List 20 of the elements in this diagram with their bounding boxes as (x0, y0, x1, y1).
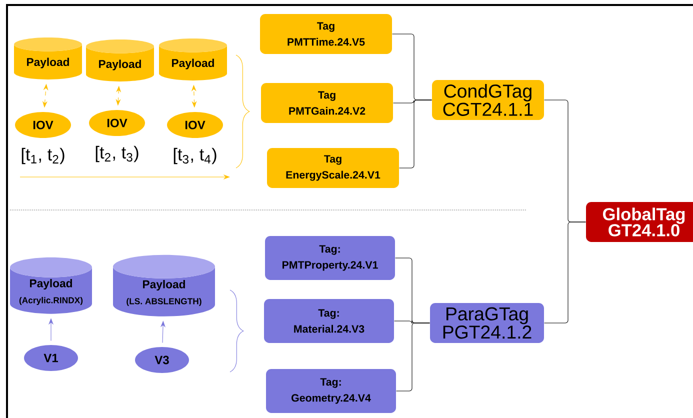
payload-cylinder: Payload (Acrylic.RINDX) (10, 257, 92, 314)
payload-cylinder: Payload (LS. ABSLENGTH) (113, 254, 215, 316)
tag-box: Tag: Geometry.24.V4 (266, 369, 396, 413)
payload-cylinder: Payload (86, 39, 154, 82)
tag-box: Tag: PMTProperty.24.V1 (265, 236, 395, 280)
bracket-connector (396, 322, 430, 392)
interval-label: [t$_{2}$, t$_{3}$) (96, 146, 138, 162)
bracket-connector (544, 222, 586, 324)
interval-label: [t$_{1}$, t$_{2}$) (22, 148, 64, 164)
tag-box: Tag PMTTime.24.V5 (260, 14, 392, 54)
tag-box: Tag PMTGain.24.V2 (261, 83, 393, 123)
interval-label: [t$_{3}$, t$_{4}$) (174, 148, 216, 164)
payload-cylinder: Payload (159, 38, 227, 80)
group-tag-box: ParaGTag PGT24.1.2 (430, 303, 544, 343)
global-tag-box: GlobalTag GT24.1.0 (586, 202, 693, 242)
tag-box: Tag: Material.24.V3 (264, 299, 394, 343)
payload-cylinder: Payload (14, 37, 82, 80)
tag-box: Tag EnergyScale.24.V1 (267, 148, 399, 188)
group-tag-box: CondGTag CGT24.1.1 (432, 80, 544, 120)
bracket-connector (399, 100, 432, 168)
